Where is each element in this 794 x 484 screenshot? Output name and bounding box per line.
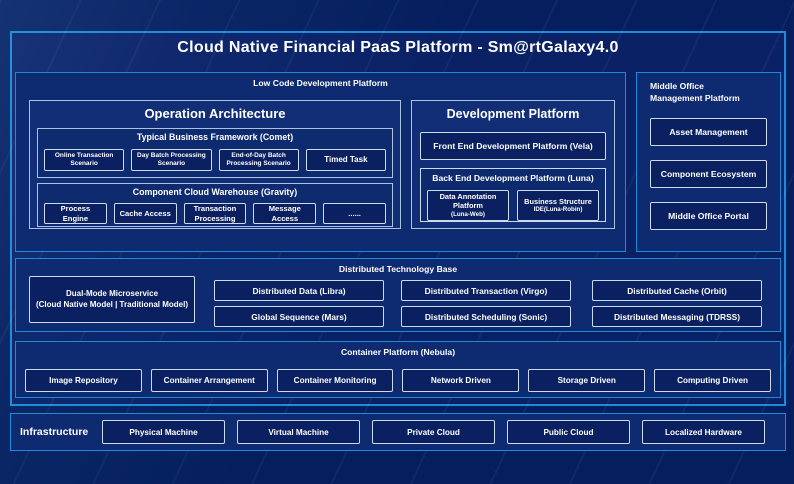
infra-item-physical-machine: Physical Machine <box>102 420 225 444</box>
container-platform-section: Container Platform (Nebula) Image Reposi… <box>15 341 781 398</box>
typical-business-framework-label: Typical Business Framework (Comet) <box>136 132 294 142</box>
middle-office-item-asset-management: Asset Management <box>650 118 767 146</box>
comet-item-online-transaction: Online Transaction Scenario <box>44 149 125 171</box>
global-sequence-box: Global Sequence (Mars) <box>214 306 384 327</box>
development-platform-title: Development Platform <box>446 107 580 121</box>
container-item-network-driven: Network Driven <box>402 369 520 392</box>
diagram-title: Cloud Native Financial PaaS Platform - S… <box>177 39 619 56</box>
distributed-scheduling-box: Distributed Scheduling (Sonic) <box>401 306 571 327</box>
gravity-item-process-engine: Process Engine <box>44 203 107 224</box>
low-code-development-platform-section: Low Code Development Platform Operation … <box>15 72 626 252</box>
distributed-technology-base-section: Distributed Technology Base Dual-Mode Mi… <box>15 258 781 332</box>
container-item-monitoring: Container Monitoring <box>276 369 394 392</box>
infra-item-virtual-machine: Virtual Machine <box>237 420 360 444</box>
component-cloud-warehouse-box: Component Cloud Warehouse (Gravity) Proc… <box>37 183 393 227</box>
luna-item-sub: IDE(Luna-Robin) <box>533 206 583 214</box>
luna-item-name: Business Structure <box>524 196 592 206</box>
gravity-item-more: ...... <box>323 203 386 224</box>
infra-item-private-cloud: Private Cloud <box>372 420 495 444</box>
distributed-transaction-box: Distributed Transaction (Virgo) <box>401 280 571 301</box>
component-cloud-warehouse-label: Component Cloud Warehouse (Gravity) <box>132 187 298 197</box>
luna-item-sub: (Luna-Web) <box>451 211 485 219</box>
container-platform-label: Container Platform (Nebula) <box>340 347 456 357</box>
infrastructure-label: Infrastructure <box>20 426 89 438</box>
distributed-cache-box: Distributed Cache (Orbit) <box>592 280 762 301</box>
operation-architecture-box: Operation Architecture Typical Business … <box>29 100 401 229</box>
gravity-items-row: Process Engine Cache Access Transaction … <box>44 203 386 224</box>
luna-item-name: Data Annotation Platform <box>439 191 497 211</box>
back-end-platform-label: Back End Development Platform (Luna) <box>432 173 594 183</box>
luna-item-business-structure: Business Structure IDE(Luna-Robin) <box>517 190 599 221</box>
infra-item-public-cloud: Public Cloud <box>507 420 630 444</box>
development-platform-box: Development Platform Front End Developme… <box>411 100 615 229</box>
middle-office-item-portal: Middle Office Portal <box>650 202 767 230</box>
operation-architecture-title: Operation Architecture <box>144 106 286 121</box>
distributed-messaging-box: Distributed Messaging (TDRSS) <box>592 306 762 327</box>
gravity-item-transaction-processing: Transaction Processing <box>183 203 247 224</box>
dual-mode-line2: (Cloud Native Model | Traditional Model) <box>35 299 189 309</box>
infrastructure-section: Infrastructure Physical Machine Virtual … <box>10 413 786 451</box>
distributed-base-label: Distributed Technology Base <box>338 264 458 274</box>
middle-office-item-component-ecosystem: Component Ecosystem <box>650 160 767 188</box>
low-code-platform-label: Low Code Development Platform <box>253 78 388 88</box>
luna-item-data-annotation: Data Annotation Platform (Luna-Web) <box>427 190 509 221</box>
container-item-computing-driven: Computing Driven <box>654 369 771 392</box>
comet-item-day-batch: Day Batch Processing Scenario <box>131 149 212 171</box>
dual-mode-line1: Dual-Mode Microservice <box>65 288 159 298</box>
dual-mode-microservice-box: Dual-Mode Microservice (Cloud Native Mod… <box>29 276 195 323</box>
container-item-arrangement: Container Arrangement <box>150 369 268 392</box>
container-item-image-repository: Image Repository <box>25 369 142 392</box>
comet-item-timed-task: Timed Task <box>305 149 386 171</box>
middle-office-platform-label: Middle Office Management Platform <box>650 81 740 103</box>
comet-items-row: Online Transaction Scenario Day Batch Pr… <box>44 149 386 171</box>
back-end-development-platform-box: Back End Development Platform (Luna) Dat… <box>420 168 606 222</box>
gravity-item-cache-access: Cache Access <box>113 203 177 224</box>
distributed-data-box: Distributed Data (Libra) <box>214 280 384 301</box>
gravity-item-message-access: Message Access <box>253 203 317 224</box>
container-items-row: Image Repository Container Arrangement C… <box>25 369 771 392</box>
infra-item-localized-hardware: Localized Hardware <box>642 420 765 444</box>
comet-item-end-of-day-batch: End-of-Day Batch Processing Scenario <box>218 149 299 171</box>
front-end-development-platform-box: Front End Development Platform (Vela) <box>420 132 606 160</box>
luna-items-row: Data Annotation Platform (Luna-Web) Busi… <box>427 190 599 221</box>
typical-business-framework-box: Typical Business Framework (Comet) Onlin… <box>37 128 393 178</box>
container-item-storage-driven: Storage Driven <box>528 369 646 392</box>
middle-office-management-platform-section: Middle Office Management Platform Asset … <box>636 72 781 252</box>
